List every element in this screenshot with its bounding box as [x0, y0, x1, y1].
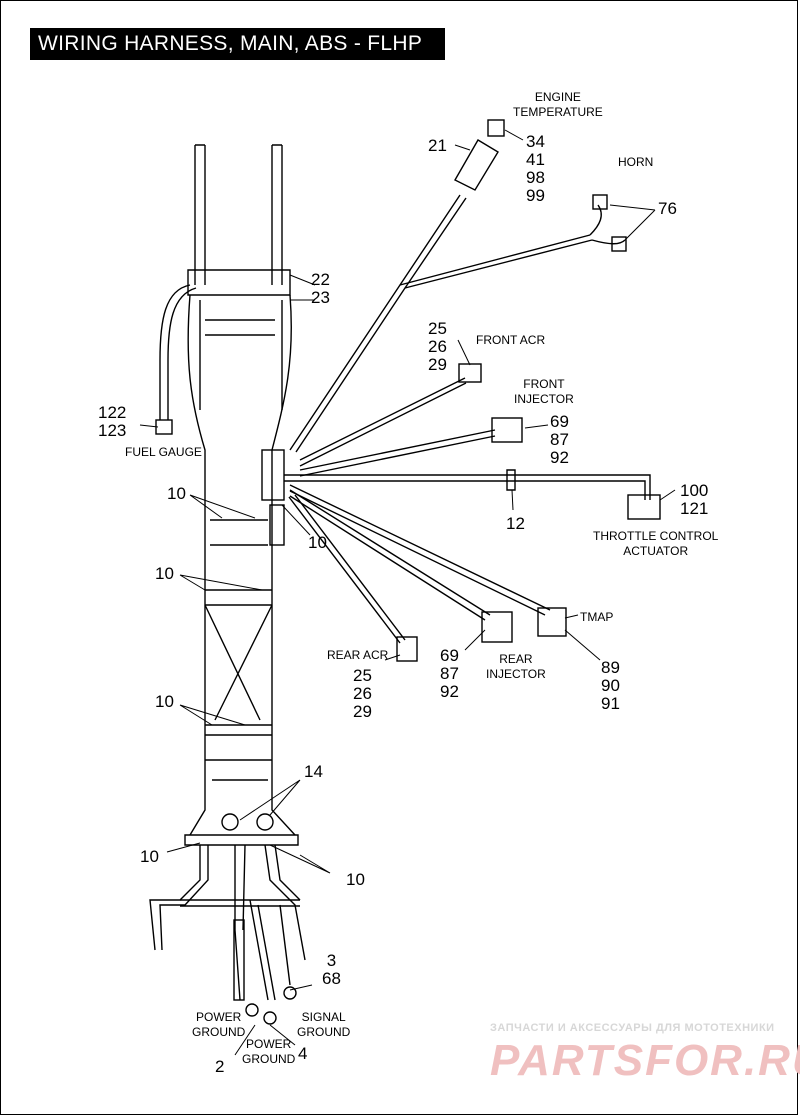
- engine-temp-callout: 34 41 98 99: [526, 133, 545, 205]
- tie-callout-bottom-right: 10: [346, 870, 365, 889]
- clip-callout: 12: [506, 514, 525, 533]
- label-line: POWER: [246, 1037, 292, 1051]
- horn-connectors: [592, 194, 627, 252]
- leader-lines: [139, 129, 676, 1056]
- tie-callout-mid: 10: [155, 564, 174, 583]
- tie-callout-right: 10: [308, 533, 327, 552]
- frame-uprights: [187, 144, 291, 296]
- callout-number: 122: [98, 403, 127, 422]
- callout-number: 3: [326, 951, 337, 970]
- throttle-connector: [627, 474, 661, 520]
- power-ground-left-label: POWER GROUND: [192, 1010, 245, 1040]
- fuel-gauge-label: FUEL GAUGE: [125, 445, 202, 459]
- signal-callout: 3 68: [322, 952, 341, 988]
- label-line: POWER: [196, 1010, 242, 1024]
- callout-number: 41: [526, 150, 545, 169]
- label-line: GROUND: [192, 1025, 246, 1039]
- callout-number: 98: [526, 168, 545, 187]
- rear-acr-connector: [396, 636, 418, 662]
- fuel-gauge-wire: [155, 284, 197, 435]
- frame-callout: 22 23: [311, 271, 330, 307]
- label-line: GROUND: [297, 1025, 351, 1039]
- tmap-callout: 89 90 91: [601, 659, 620, 713]
- engine-temp-sensor: [454, 119, 505, 191]
- front-injector-label: FRONT INJECTOR: [514, 377, 574, 407]
- tmap-label: TMAP: [580, 610, 614, 624]
- callout-number: 99: [526, 186, 545, 205]
- front-injector-connector: [491, 417, 523, 443]
- rear-injector-label: REAR INJECTOR: [486, 652, 546, 682]
- callout-number: 123: [98, 421, 127, 440]
- junction-bracket: [269, 504, 285, 546]
- label-line: TEMPERATURE: [513, 105, 603, 119]
- tie-callout-lower: 10: [155, 692, 174, 711]
- tmap-connector: [537, 607, 567, 637]
- callout-number: 29: [428, 355, 447, 374]
- callout-number: 87: [550, 430, 569, 449]
- callout-number: 69: [440, 646, 459, 665]
- callout-number: 92: [550, 448, 569, 467]
- tie-callout-bottom-left: 10: [140, 847, 159, 866]
- signal-ground-label: SIGNAL GROUND: [297, 1010, 350, 1040]
- label-line: INJECTOR: [486, 667, 546, 681]
- label-line: REAR: [499, 652, 533, 666]
- power-ground-left-callout: 2: [215, 1057, 225, 1076]
- callout-number: 23: [311, 288, 330, 307]
- callout-number: 92: [440, 682, 459, 701]
- callout-number: 121: [680, 499, 709, 518]
- fuel-gauge-callout: 122 123: [98, 404, 126, 440]
- page-title: WIRING HARNESS, MAIN, ABS - FLHP: [30, 28, 445, 60]
- callout-number: 25: [428, 319, 447, 338]
- rear-injector-callout: 69 87 92: [440, 647, 459, 701]
- engine-temperature-label: ENGINE TEMPERATURE: [513, 90, 603, 120]
- ground-wires: [149, 844, 306, 1025]
- callout-number: 90: [601, 676, 620, 695]
- junction-block: [261, 449, 285, 501]
- horn-label: HORN: [618, 155, 654, 169]
- rear-injector-connector: [481, 611, 513, 643]
- callout-number: 91: [601, 694, 620, 713]
- label-line: ACTUATOR: [623, 544, 689, 558]
- front-injector-callout: 69 87 92: [550, 413, 569, 467]
- throttle-control-actuator-label: THROTTLE CONTROL ACTUATOR: [593, 529, 718, 559]
- label-line: FRONT: [523, 377, 565, 391]
- front-acr-label: FRONT ACR: [476, 333, 546, 347]
- power-ground-center-callout: 4: [298, 1044, 308, 1063]
- holes-callout: 14: [304, 762, 323, 781]
- callout-number: 89: [601, 658, 620, 677]
- callout-number: 25: [353, 666, 372, 685]
- frame-body: [184, 294, 299, 846]
- watermark-tagline: ЗАПЧАСТИ И АКСЕССУАРЫ ДЛЯ МОТОТЕХНИКИ: [490, 1022, 775, 1034]
- clip: [506, 469, 516, 491]
- front-acr-callout: 25 26 29: [428, 320, 447, 374]
- label-line: ENGINE: [534, 90, 581, 104]
- rear-acr-label: REAR ACR: [327, 648, 389, 662]
- callout-number: 34: [526, 132, 545, 151]
- callout-number: 87: [440, 664, 459, 683]
- callout-number: 26: [353, 684, 372, 703]
- tie-callout-top: 10: [167, 484, 186, 503]
- callout-number: 100: [680, 481, 709, 500]
- harness-branches: [284, 194, 630, 644]
- callout-number: 68: [322, 969, 341, 988]
- label-line: GROUND: [242, 1052, 296, 1066]
- callout-number: 69: [550, 412, 569, 431]
- rear-acr-callout: 25 26 29: [353, 667, 372, 721]
- horn-callout: 76: [658, 199, 677, 218]
- throttle-callout: 100 121: [680, 482, 708, 518]
- label-line: THROTTLE CONTROL: [593, 529, 719, 543]
- sensor-housing-callout: 21: [428, 136, 447, 155]
- watermark-brand: PARTSFOR.RU: [490, 1036, 800, 1085]
- callout-number: 26: [428, 337, 447, 356]
- label-line: SIGNAL: [301, 1010, 346, 1024]
- callout-number: 22: [311, 270, 330, 289]
- label-line: INJECTOR: [514, 392, 574, 406]
- callout-number: 29: [353, 702, 372, 721]
- power-ground-center-label: POWER GROUND: [242, 1037, 295, 1067]
